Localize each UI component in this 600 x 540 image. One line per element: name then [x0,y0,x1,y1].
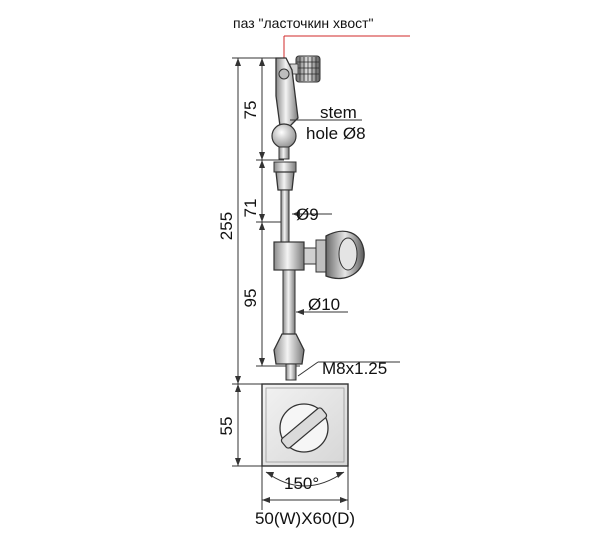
label-dovetail-slot: паз "ласточкин хвост" [233,15,374,31]
dim-base-height: 55 [217,417,236,436]
upper-coupling [273,161,297,243]
center-clamp [273,230,365,280]
magnetic-base [261,383,349,467]
label-dia-lower-rod: Ø10 [308,295,340,314]
ball-joint-icon [271,123,297,149]
dim-top-arm: 75 [241,101,260,120]
label-stem: stem [320,103,357,122]
label-swivel-angle: 150° [284,474,319,493]
label-hole: hole Ø8 [306,124,366,143]
dim-lower-arm: 95 [241,289,260,308]
dimension-lines [232,57,349,510]
label-thread: M8x1.25 [322,359,387,378]
dim-middle-arm: 71 [241,199,260,218]
label-dia-upper-rod: Ø9 [296,205,319,224]
top-holder [271,35,410,160]
label-base-size: 50(W)X60(D) [255,509,355,528]
lower-rod [273,269,305,381]
on-off-switch-icon [280,407,328,449]
dim-total-height: 255 [217,212,236,240]
